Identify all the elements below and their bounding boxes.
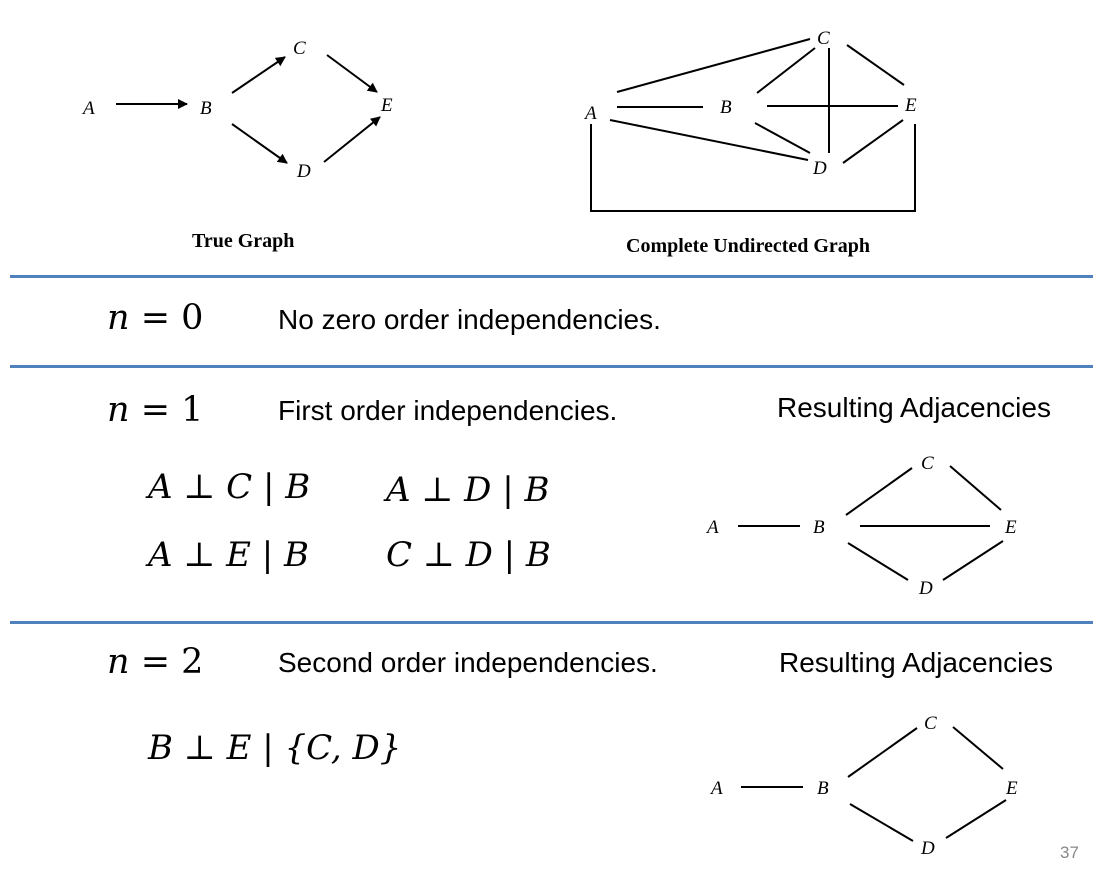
edge-a-d — [609, 119, 809, 161]
edge-c-e — [949, 465, 1002, 511]
node-d: D — [296, 161, 311, 182]
edge-b-d — [754, 122, 811, 154]
order-value: = 1 — [140, 390, 204, 430]
independency-c-d-given-b: C ⊥ D | B — [386, 535, 551, 575]
edge-b-c — [845, 467, 913, 516]
true-graph-title: True Graph — [192, 230, 295, 252]
result-label-1: Resulting Adjacencies — [777, 392, 1051, 423]
order-label-0: n = 0 — [107, 298, 203, 338]
node-e: E — [380, 95, 393, 116]
edge-c-e — [326, 54, 378, 93]
edge-c-e — [846, 44, 905, 86]
section-description-0: No zero order independencies. — [278, 304, 661, 335]
independency-a-c-given-b: A ⊥ C | B — [148, 467, 311, 507]
edge-c-e — [952, 726, 1004, 770]
order-value: = 2 — [140, 642, 204, 682]
n-symbol: n — [107, 642, 130, 682]
node-e: E — [904, 95, 917, 116]
node-a: A — [709, 778, 723, 799]
edge-d-e — [842, 119, 904, 164]
edge-b-d — [849, 803, 914, 842]
edge-a-e — [590, 124, 916, 212]
complete-undirected-graph: A B C D E — [583, 28, 917, 212]
edge-d-e — [323, 116, 381, 163]
node-d: D — [920, 838, 935, 859]
order-label-2: n = 2 — [107, 642, 203, 682]
edge-a-c — [616, 38, 811, 93]
node-b: B — [720, 97, 732, 118]
node-e: E — [1004, 517, 1017, 538]
divider-1 — [10, 275, 1093, 278]
node-a: A — [583, 103, 597, 124]
resulting-adjacencies-graph-1: A B C D E — [705, 453, 1017, 599]
edge-d-e — [942, 540, 1004, 581]
page-number: 37 — [1060, 843, 1079, 862]
node-b: B — [200, 98, 212, 119]
n-symbol: n — [107, 298, 130, 338]
order-label-1: n = 1 — [107, 390, 203, 430]
true-graph: A B C D E — [81, 38, 393, 182]
node-c: C — [924, 713, 937, 734]
node-a: A — [705, 517, 719, 538]
edge-b-d — [847, 542, 909, 581]
node-d: D — [812, 158, 827, 179]
node-d: D — [918, 578, 933, 599]
complete-graph-title: Complete Undirected Graph — [626, 235, 871, 257]
n-symbol: n — [107, 390, 130, 430]
node-b: B — [817, 778, 829, 799]
independency-b-e-given-cd: B ⊥ E | {C, D} — [148, 728, 402, 768]
node-a: A — [81, 98, 95, 119]
edge-b-c — [231, 56, 286, 94]
edge-d-e — [945, 799, 1007, 839]
result-label-2: Resulting Adjacencies — [779, 647, 1053, 678]
node-c: C — [293, 38, 306, 59]
independency-a-d-given-b: A ⊥ D | B — [386, 470, 550, 510]
section-description-1: First order independencies. — [278, 395, 618, 426]
edge-b-d — [231, 123, 288, 164]
order-value: = 0 — [140, 298, 204, 338]
edge-b-c — [847, 727, 918, 778]
node-c: C — [817, 28, 830, 49]
divider-2 — [10, 365, 1093, 368]
node-e: E — [1005, 778, 1018, 799]
edge-b-c — [756, 47, 816, 94]
divider-3 — [10, 621, 1093, 624]
node-b: B — [813, 517, 825, 538]
section-description-2: Second order independencies. — [278, 647, 658, 678]
node-c: C — [921, 453, 934, 474]
independency-a-e-given-b: A ⊥ E | B — [148, 535, 310, 575]
